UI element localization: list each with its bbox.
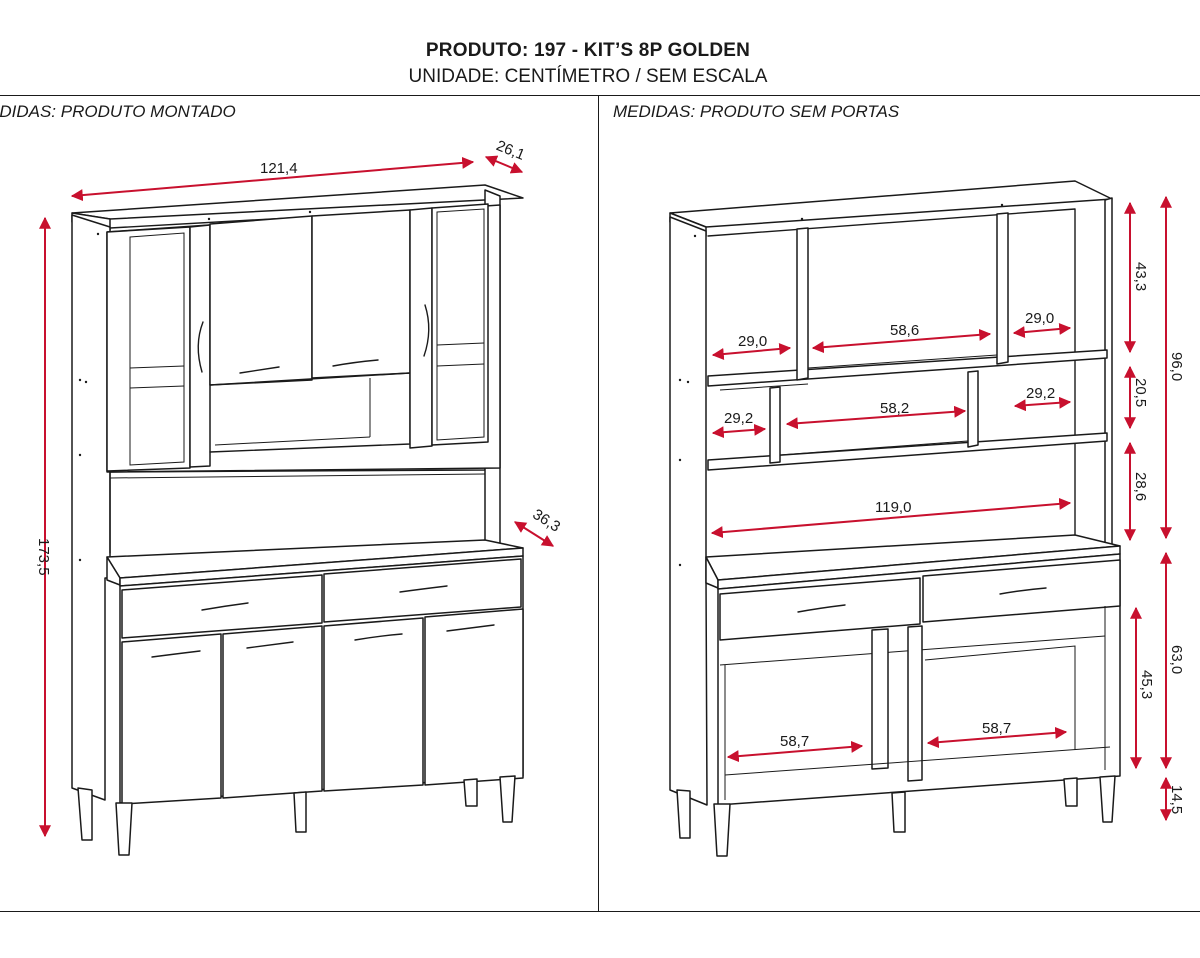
dim-top-left-niche: 29,0 xyxy=(738,333,767,350)
dim-height: 173,5 xyxy=(35,538,52,576)
unit-subtitle: UNIDADE: CENTÍMETRO / SEM ESCALA xyxy=(408,66,768,87)
dim-h-lower-inner: 45,3 xyxy=(1138,670,1155,699)
dim-depth-counter: 36,3 xyxy=(530,506,564,536)
dim-top-center-niche: 58,6 xyxy=(890,322,919,339)
dim-h-lower-total: 63,0 xyxy=(1168,645,1185,674)
dim-h-mid-row: 20,5 xyxy=(1132,378,1149,407)
center-divider xyxy=(598,95,599,912)
dim-h-upper-total: 96,0 xyxy=(1168,352,1185,381)
dim-lower-right: 58,7 xyxy=(982,720,1011,737)
product-title: PRODUTO: 197 - KIT’S 8P GOLDEN xyxy=(425,40,751,61)
dim-lower-left: 58,7 xyxy=(780,733,809,750)
top-divider xyxy=(0,95,1200,96)
dimensions-assembled: 121,4 26,1 173,5 36,3 xyxy=(35,137,564,838)
dim-depth-top: 26,1 xyxy=(494,137,527,164)
dim-mid-left-niche: 29,2 xyxy=(724,410,753,427)
dim-h-feet: 14,5 xyxy=(1168,785,1185,814)
right-panel-label: MEDIDAS: PRODUTO SEM PORTAS xyxy=(613,102,900,121)
dim-open-shelf: 119,0 xyxy=(875,499,911,516)
dim-mid-right-niche: 29,2 xyxy=(1026,385,1055,402)
dim-mid-center-niche: 58,2 xyxy=(880,400,909,417)
dim-width: 121,4 xyxy=(260,160,298,177)
dimensions-no-doors: 29,0 58,6 29,0 29,2 58,2 29,2 119,0 58,7… xyxy=(710,195,1185,822)
bottom-divider xyxy=(0,911,1200,912)
header: PRODUTO: 197 - KIT’S 8P GOLDEN UNIDADE: … xyxy=(0,0,1200,95)
dim-h-open: 28,6 xyxy=(1132,472,1149,501)
dim-h-top-row: 43,3 xyxy=(1132,262,1149,291)
left-panel-label: EDIDAS: PRODUTO MONTADO xyxy=(0,102,236,121)
dim-top-right-niche: 29,0 xyxy=(1025,310,1054,327)
cabinet-assembled xyxy=(71,184,524,856)
